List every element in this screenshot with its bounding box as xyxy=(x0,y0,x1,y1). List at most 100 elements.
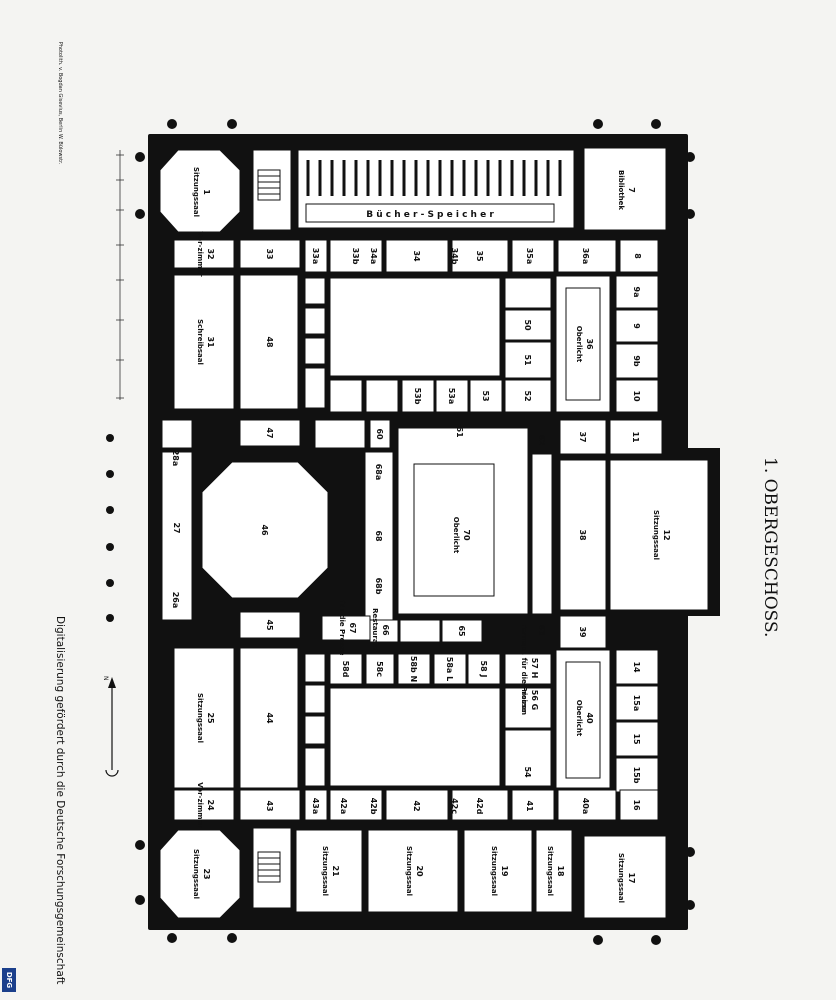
room-number: 23 xyxy=(202,868,211,879)
room-label-r65: 65 xyxy=(457,625,466,637)
room-name: Vor-zimmer xyxy=(196,782,204,828)
room-number: 7 xyxy=(627,187,636,193)
room-name: Bibliothek xyxy=(617,170,625,210)
room-number: 63 xyxy=(537,624,546,635)
room-number: 19 xyxy=(500,865,509,877)
room-number: 16 xyxy=(632,799,641,811)
room-number: 37 xyxy=(578,431,587,442)
room-name: Restaurant xyxy=(371,608,379,653)
room-name: Sitzungssaal xyxy=(546,846,554,896)
room-label-r15a: 15a xyxy=(632,695,641,712)
room-label-r45: 45 xyxy=(265,619,274,631)
room-label-r44: 44 xyxy=(265,712,274,724)
room-number: 1 xyxy=(202,189,211,195)
room-name: Frisiren xyxy=(520,685,528,715)
room-label-r63: 63 xyxy=(537,624,546,635)
scale-bar xyxy=(116,150,124,400)
store-label-box xyxy=(305,203,555,223)
room-number: 50 xyxy=(523,319,532,331)
room-label-r9b: 9b xyxy=(632,355,641,367)
room-number: 60 xyxy=(375,428,384,440)
room-number: 68b xyxy=(374,578,383,595)
room-number: 47 xyxy=(265,427,274,438)
room-name: Sitzungssaal xyxy=(196,693,204,743)
room-label-r33b: 33b xyxy=(351,248,360,265)
room-number: 56 G xyxy=(530,690,539,710)
room-name: Sitzungssaal xyxy=(490,846,498,896)
room-number: 58d xyxy=(341,661,350,678)
north-label: N xyxy=(102,676,109,681)
room-name: Fernspr. für die Presse xyxy=(520,623,528,713)
room-label-r34b: 34b xyxy=(450,248,459,265)
room-number: 28a xyxy=(171,450,180,467)
dfg-logo: DFG xyxy=(2,968,16,992)
room-number: 53b xyxy=(413,388,422,405)
room-number: 34b xyxy=(450,248,459,265)
room-number: 41 xyxy=(525,800,534,812)
room-label-r15: 15 xyxy=(632,733,641,745)
room-number: 20 xyxy=(415,865,424,877)
room-number: 35a xyxy=(525,248,534,265)
room-number: 33 xyxy=(265,248,274,259)
room-label-r39: 39 xyxy=(578,626,587,638)
room-label-r14: 14 xyxy=(632,661,641,673)
room-number: 39 xyxy=(578,626,587,638)
room-label-r34: 34 xyxy=(412,250,421,262)
room-label-r58b: 58b N xyxy=(409,656,418,682)
room-number: 54 xyxy=(523,766,532,778)
room-name: Oberlicht xyxy=(452,517,460,554)
room-label-r68a: 68a xyxy=(374,464,383,481)
room-number: 17 xyxy=(627,872,636,883)
room-number: 68 xyxy=(374,530,383,542)
room-number: 36 xyxy=(585,338,594,350)
room-name: Sitzungssaal xyxy=(652,510,660,560)
room-number: 42a xyxy=(339,798,348,815)
room-number: 61 xyxy=(455,426,464,438)
room-number: 42d xyxy=(475,798,484,815)
room-number: 35 xyxy=(475,250,484,262)
room-number: 58 J xyxy=(479,661,488,678)
room-number: 10 xyxy=(632,390,641,402)
room-label-r48: 48 xyxy=(265,336,274,348)
room-number: 25 xyxy=(206,712,215,724)
room-label-r33: 33 xyxy=(265,248,274,259)
room-label-r42b: 42b xyxy=(369,798,378,815)
room-label-r58c: 58c xyxy=(375,661,384,677)
room-number: 12 xyxy=(662,529,671,540)
room-number: 40 xyxy=(585,712,594,724)
room-number: 9b xyxy=(632,355,641,367)
room-label-r33a: 33a xyxy=(311,248,320,265)
room-label-r40a: 40a xyxy=(581,798,590,815)
room-number: 42 xyxy=(412,800,421,811)
room-number: 68a xyxy=(374,464,383,481)
room-number: 38 xyxy=(578,529,587,541)
room-label-r37: 37 xyxy=(578,431,587,442)
room-number: 58b N xyxy=(409,656,418,682)
room-label-r46: 46 xyxy=(260,524,269,536)
room-number: 62 xyxy=(537,434,546,445)
room-label-r36a: 36a xyxy=(581,248,590,265)
room-label-r35a: 35a xyxy=(525,248,534,265)
room-label-r62: 62 xyxy=(537,434,546,445)
room-number: 67 xyxy=(348,622,357,633)
staircases xyxy=(257,169,363,883)
room-label-r26a: 26a xyxy=(171,592,180,609)
room-label-r11: 11 xyxy=(631,431,640,443)
skylight-frames xyxy=(413,287,601,779)
room-number: 21 xyxy=(331,865,340,877)
room-number: 53 xyxy=(481,390,490,401)
room-label-r9a: 9a xyxy=(632,287,641,298)
room-fills xyxy=(159,147,709,919)
room-label-r43: 43 xyxy=(265,800,274,811)
room-label-r8: 8 xyxy=(633,253,642,259)
